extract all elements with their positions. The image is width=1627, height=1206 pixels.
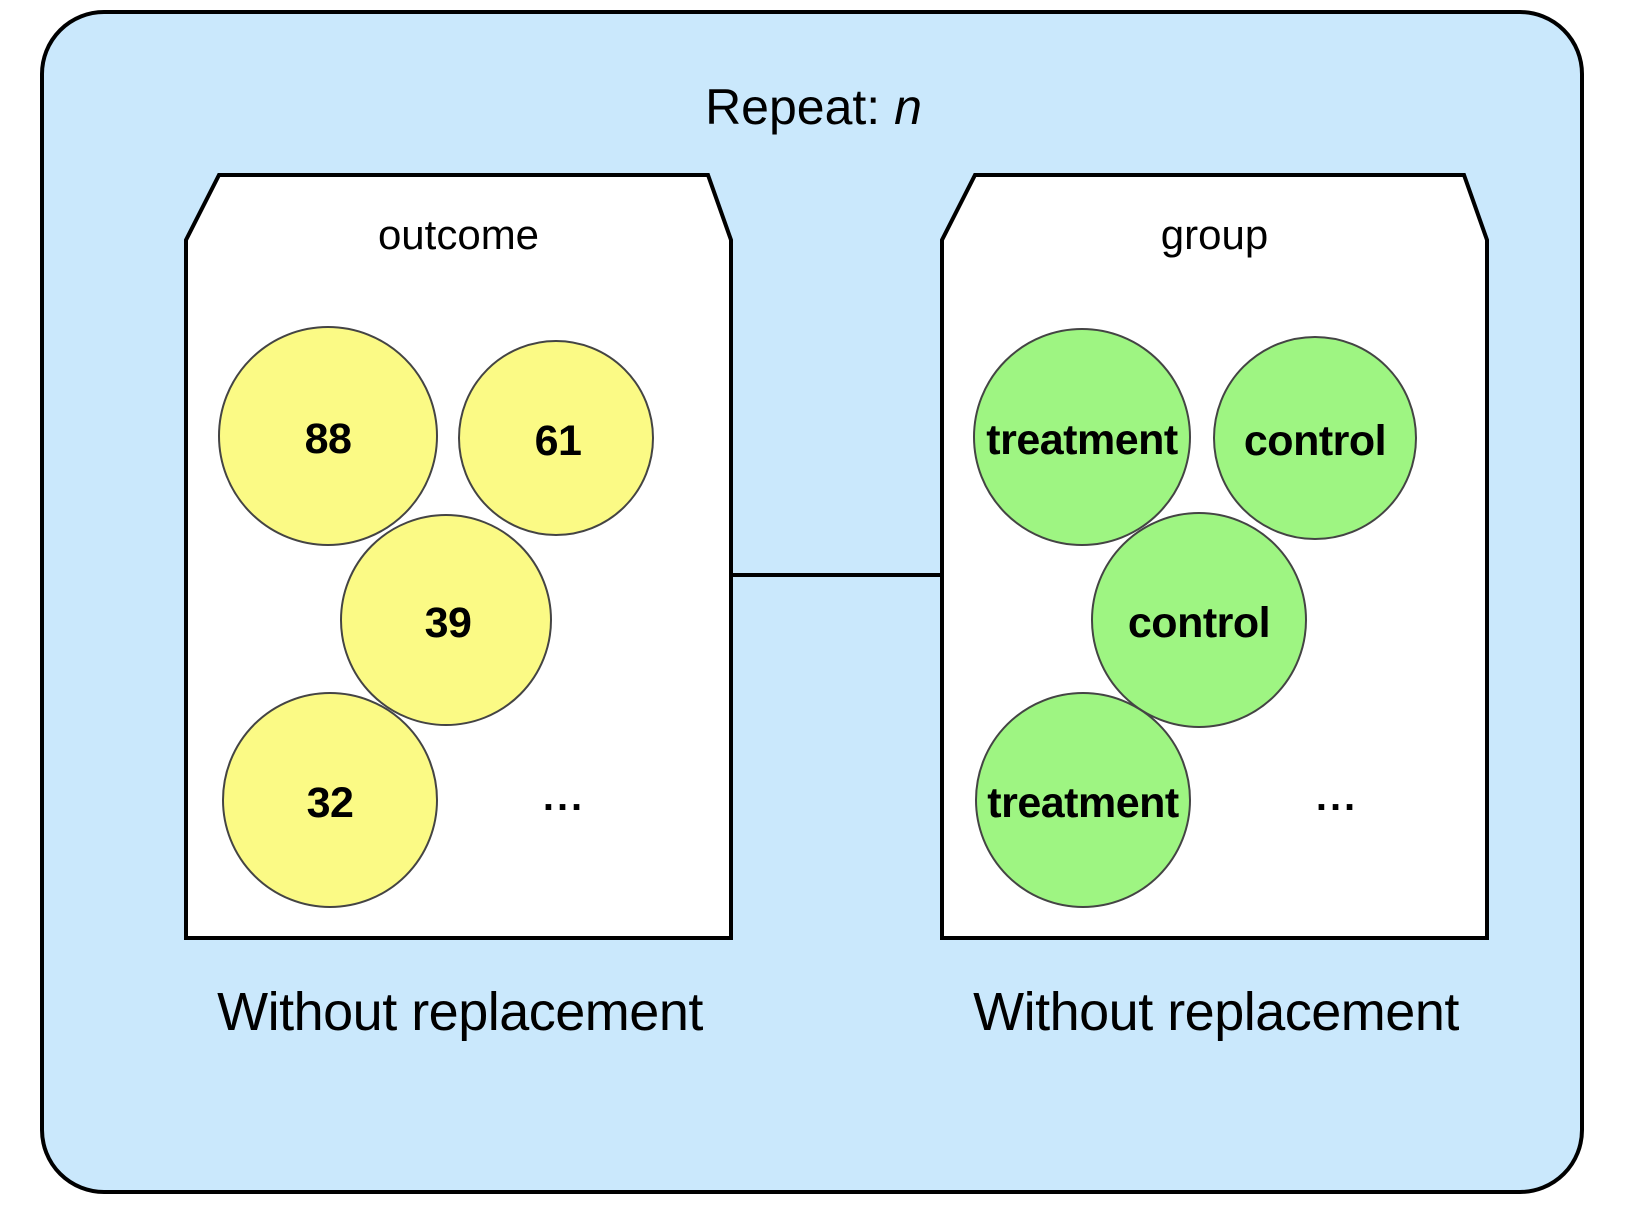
outcome-ball-label: 88 — [304, 415, 352, 463]
outcome-bag-ellipsis: ... — [542, 775, 586, 819]
outcome-ball — [340, 514, 552, 726]
repeat-panel-title: Repeat: n — [0, 78, 1627, 136]
repeat-title-prefix: Repeat: — [705, 79, 881, 135]
outcome-bag-title: outcome — [377, 211, 540, 258]
group-bag-footer: Without replacement — [973, 982, 1459, 1042]
group-ball — [975, 692, 1191, 908]
group-ball — [973, 328, 1191, 546]
group-ball-label: control — [1243, 417, 1387, 465]
outcome-bag-footer: Without replacement — [217, 982, 703, 1042]
group-ball-label: treatment — [986, 416, 1178, 464]
repeat-title-variable: n — [894, 79, 922, 135]
group-ball — [1213, 336, 1417, 540]
group-bag-ellipsis: ... — [1315, 775, 1359, 819]
outcome-ball — [218, 326, 438, 546]
group-bag-title: group — [1160, 211, 1269, 258]
outcome-ball-label: 61 — [534, 417, 582, 465]
group-ball-label: treatment — [987, 779, 1179, 827]
group-ball — [1091, 512, 1307, 728]
outcome-ball-label: 39 — [424, 599, 472, 647]
outcome-ball — [222, 692, 438, 908]
outcome-ball-label: 32 — [306, 779, 354, 827]
outcome-ball — [458, 340, 654, 536]
group-ball-label: control — [1127, 599, 1271, 647]
